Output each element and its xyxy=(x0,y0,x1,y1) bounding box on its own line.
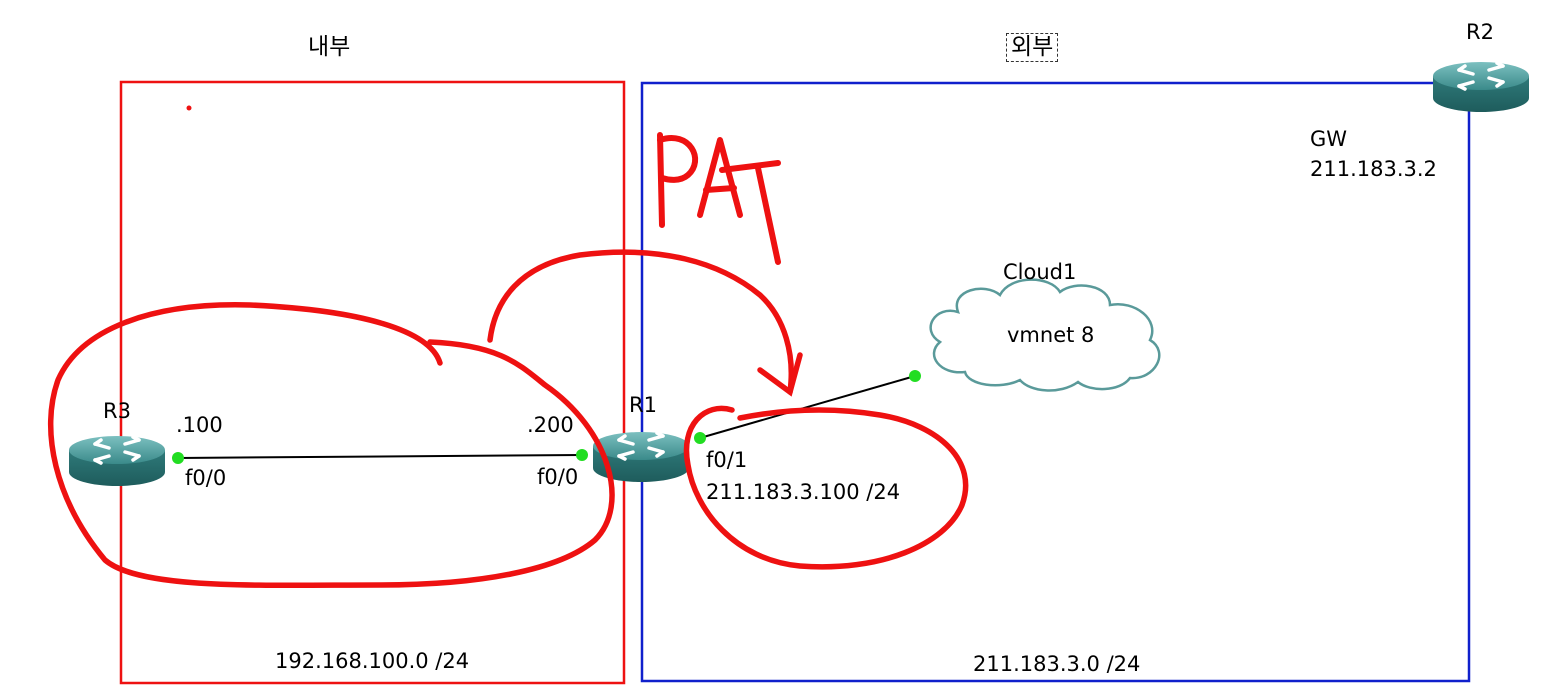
cloud1-name: Cloud1 xyxy=(1003,260,1077,284)
cloud1-port xyxy=(909,370,921,382)
r1-outside-interface: f0/1 xyxy=(706,448,748,472)
outside-zone-box xyxy=(640,81,1471,683)
inside-zone-box xyxy=(119,80,626,685)
r3-name: R3 xyxy=(103,399,131,423)
outside-network: 211.183.3.0 /24 xyxy=(973,652,1141,676)
cloud-icon[interactable] xyxy=(929,278,1161,392)
r1-inside-ip-suffix: .200 xyxy=(527,413,574,437)
r2-name: R2 xyxy=(1466,20,1494,44)
link-r3-r1 xyxy=(177,454,583,459)
r1-f0-0-port xyxy=(576,449,588,461)
inside-zone-title: 내부 xyxy=(308,34,351,60)
r1-inside-interface: f0/0 xyxy=(537,465,579,489)
r2-role: GW xyxy=(1310,127,1348,151)
cloud1-label: vmnet 8 xyxy=(1007,323,1095,347)
r1-outside-ip: 211.183.3.100 /24 xyxy=(706,480,901,504)
r3-ip-suffix: .100 xyxy=(176,413,223,437)
r1-name: R1 xyxy=(629,393,657,417)
outside-nat-loop xyxy=(683,405,969,570)
r3-router-icon[interactable] xyxy=(67,434,167,488)
inside-network: 192.168.100.0 /24 xyxy=(275,649,470,673)
stray-dot xyxy=(186,105,192,111)
outside-zone-title: 외부 xyxy=(1006,33,1059,62)
r3-f0-0-port xyxy=(172,452,184,464)
r3-interface: f0/0 xyxy=(185,466,227,490)
link-r1-cloud1 xyxy=(699,375,916,439)
pat-arrow xyxy=(487,249,803,397)
r1-f0-1-port xyxy=(694,432,706,444)
inside-nat-loop xyxy=(47,302,615,589)
r2-ip: 211.183.3.2 xyxy=(1310,157,1437,181)
pat-handwriting xyxy=(657,132,781,265)
r2-router-icon[interactable] xyxy=(1431,60,1531,114)
